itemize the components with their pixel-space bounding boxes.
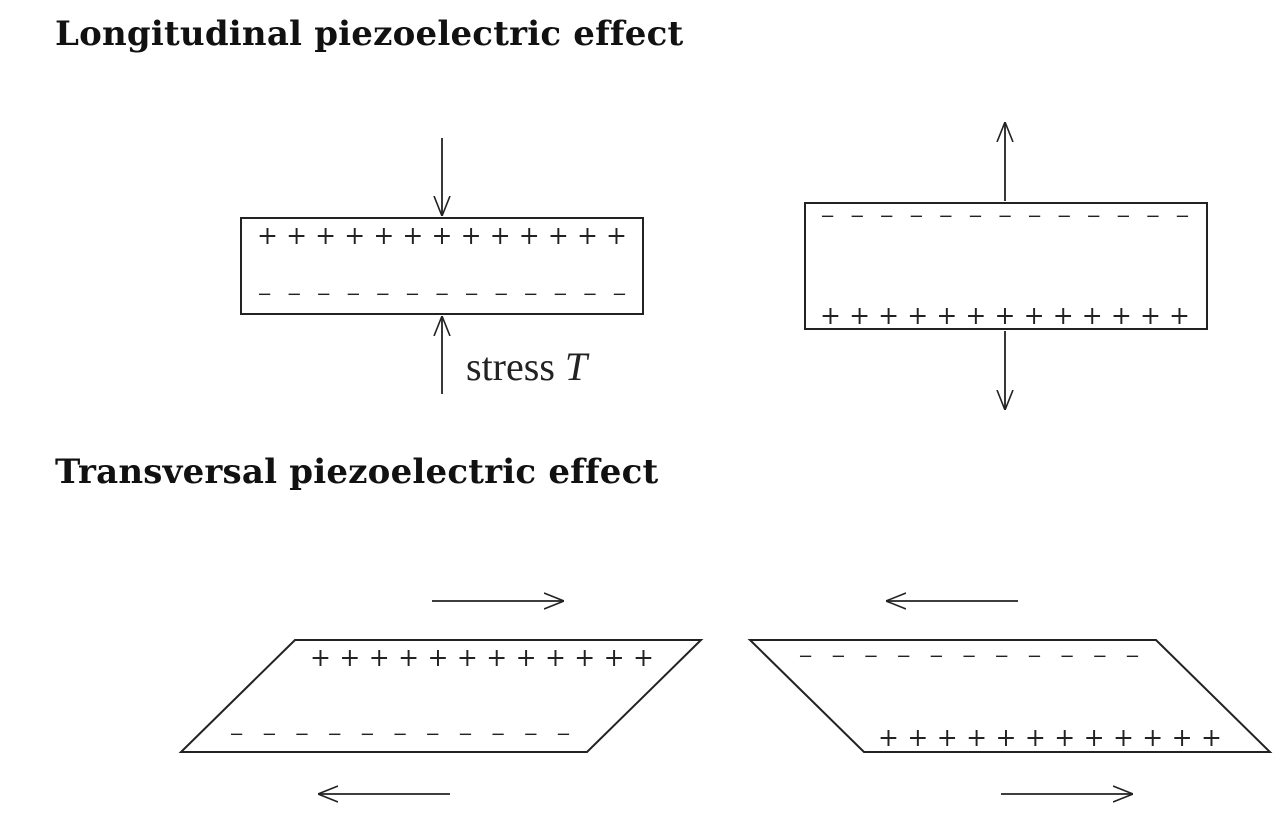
minus-charges-stretched: − − − − − − − − − − − − − xyxy=(820,206,1190,227)
stress-symbol: T xyxy=(565,344,590,389)
stress-word: stress xyxy=(466,344,555,389)
crystal-sheared-left xyxy=(747,639,1273,753)
plus-charges-sheared-left: + + + + + + + + + + + + xyxy=(878,723,1222,752)
crystal-sheared-right xyxy=(178,639,704,753)
plus-charges-stretched: + + + + + + + + + + + + + xyxy=(820,301,1190,330)
minus-charges-compressed: − − − − − − − − − − − − − xyxy=(257,284,627,305)
minus-charges-sheared-left: − − − − − − − − − − − xyxy=(798,646,1140,667)
plus-charges-sheared-right: + + + + + + + + + + + + xyxy=(310,643,654,672)
crystal-compressed xyxy=(240,217,644,315)
longitudinal-heading: Longitudinal piezoelectric effect xyxy=(55,14,684,54)
crystal-stretched xyxy=(804,202,1208,330)
transversal-heading: Transversal piezoelectric effect xyxy=(55,452,659,492)
minus-charges-sheared-right: − − − − − − − − − − − xyxy=(229,724,571,745)
plus-charges-compressed: + + + + + + + + + + + + + xyxy=(257,221,627,250)
